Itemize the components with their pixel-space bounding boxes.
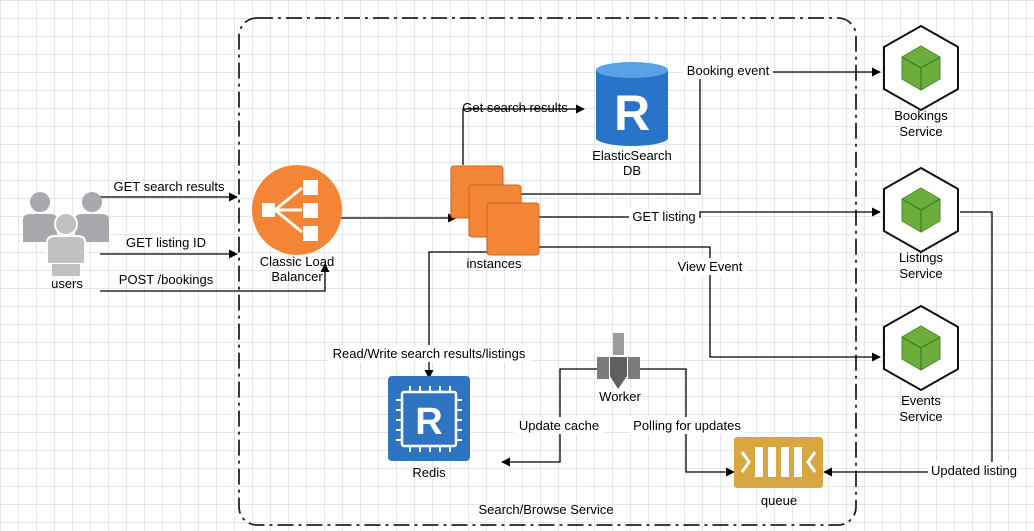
label-get-listing-id: GET listing ID bbox=[126, 235, 206, 250]
label-update-cache: Update cache bbox=[519, 418, 599, 433]
bookings-service-node[interactable]: Bookings Service bbox=[883, 25, 959, 139]
instances-node[interactable]: instances bbox=[450, 165, 540, 271]
edges bbox=[100, 67, 993, 477]
edge-listings-updated-listing bbox=[823, 211, 993, 477]
elasticsearch-label-line1: ElasticSearch bbox=[592, 148, 671, 163]
listings-service-label-line2: Service bbox=[899, 266, 942, 281]
label-get-listing: GET listing bbox=[632, 209, 695, 224]
queue-node[interactable]: queue bbox=[734, 437, 823, 508]
load-balancer-label-line2: Balancer bbox=[271, 269, 323, 284]
label-get-search-results-es: Get search results bbox=[462, 100, 568, 115]
edge-instances-to-redis bbox=[424, 251, 488, 379]
label-view-event: View Event bbox=[678, 259, 743, 274]
label-post-bookings: POST /bookings bbox=[119, 272, 214, 287]
load-balancer-icon bbox=[252, 165, 342, 255]
label-read-write-redis: Read/Write search results/listings bbox=[333, 346, 526, 361]
edge-instances-view-event bbox=[538, 246, 881, 362]
elasticsearch-label-line2: DB bbox=[623, 163, 641, 178]
users-node[interactable]: users bbox=[23, 192, 109, 291]
bookings-service-label-line2: Service bbox=[899, 124, 942, 139]
listings-service-label-line1: Listings bbox=[899, 250, 944, 265]
edge-labels: GET search results GET listing ID POST /… bbox=[113, 62, 1020, 479]
instances-label: instances bbox=[467, 256, 522, 271]
label-updated-listing: Updated listing bbox=[931, 463, 1017, 478]
label-booking-event: Booking event bbox=[687, 63, 770, 78]
events-service-label-line2: Service bbox=[899, 409, 942, 424]
redis-node[interactable]: R Redis bbox=[388, 376, 470, 480]
events-service-label-line1: Events bbox=[901, 393, 941, 408]
edge-users-post-bookings bbox=[100, 263, 330, 292]
edge-worker-update-cache bbox=[501, 368, 597, 467]
label-get-search-results-user: GET search results bbox=[113, 179, 225, 194]
worker-label: Worker bbox=[599, 389, 641, 404]
worker-node[interactable]: Worker bbox=[597, 333, 641, 404]
load-balancer-node[interactable]: Classic Load Balancer bbox=[252, 165, 342, 284]
sqs-queue-icon bbox=[734, 437, 823, 488]
listings-service-node[interactable]: Listings Service bbox=[883, 167, 959, 281]
redis-chip-icon: R bbox=[388, 376, 470, 461]
elasticsearch-glyph: R bbox=[614, 85, 650, 141]
search-browse-boundary bbox=[238, 17, 857, 526]
hexagon-service-icon bbox=[883, 25, 959, 111]
worker-icon bbox=[597, 333, 640, 389]
hexagon-service-icon bbox=[883, 167, 959, 253]
bookings-service-label-line1: Bookings bbox=[894, 108, 948, 123]
queue-label: queue bbox=[761, 493, 797, 508]
hexagon-service-icon bbox=[883, 305, 959, 391]
load-balancer-label-line1: Classic Load bbox=[260, 254, 334, 269]
elasticsearch-node[interactable]: R ElasticSearch DB bbox=[592, 62, 672, 178]
edge-instances-booking-event bbox=[513, 67, 881, 195]
edge-instances-to-elasticsearch bbox=[462, 104, 585, 165]
elasticsearch-cylinder-icon: R bbox=[596, 62, 668, 146]
events-service-node[interactable]: Events Service bbox=[883, 305, 959, 424]
redis-glyph: R bbox=[415, 401, 442, 443]
users-label: users bbox=[51, 276, 83, 291]
ec2-instances-icon bbox=[450, 165, 540, 256]
users-group-icon bbox=[23, 192, 109, 276]
boundary-label: Search/Browse Service bbox=[478, 502, 613, 517]
edge-instances-get-listing bbox=[538, 207, 881, 218]
redis-label: Redis bbox=[412, 465, 446, 480]
label-polling-for-updates: Polling for updates bbox=[633, 418, 741, 433]
